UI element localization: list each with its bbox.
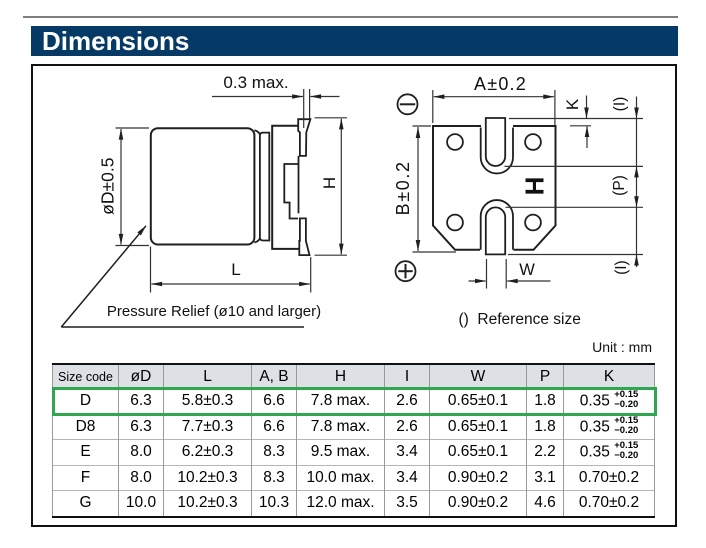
svg-text:(P): (P): [611, 175, 628, 196]
svg-text:Pressure Relief (ø10 and large: Pressure Relief (ø10 and larger): [107, 303, 321, 320]
svg-text:(I): (I): [613, 260, 630, 275]
svg-text:H: H: [320, 177, 339, 189]
svg-text:W: W: [519, 261, 535, 279]
svg-text:H: H: [520, 177, 550, 196]
svg-text:L: L: [231, 260, 240, 279]
svg-text:K: K: [563, 98, 582, 110]
svg-text:B±0.2: B±0.2: [393, 160, 413, 215]
svg-text:(I): (I): [612, 97, 629, 112]
svg-text:0.3 max.: 0.3 max.: [223, 73, 288, 92]
svg-text:A±0.2: A±0.2: [474, 74, 527, 94]
svg-text:øD±0.5: øD±0.5: [98, 158, 118, 215]
svg-text:() Reference size: () Reference size: [459, 311, 581, 328]
